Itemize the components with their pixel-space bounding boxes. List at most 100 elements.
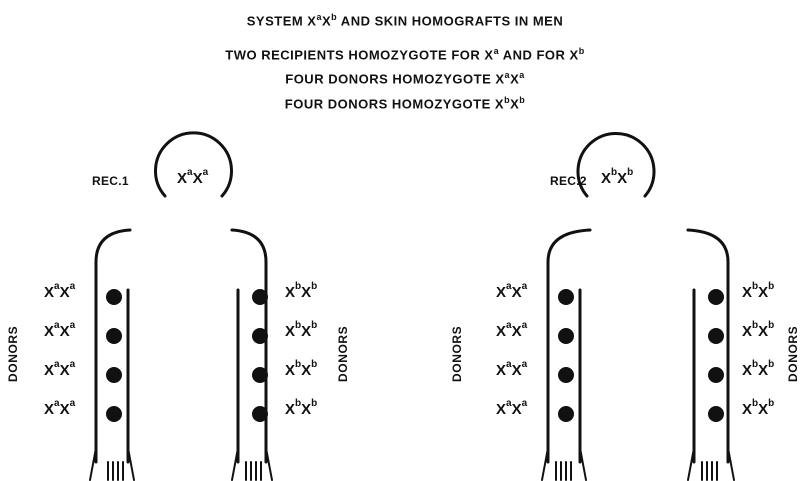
genotype-x: X [301,401,311,418]
genotype-x: X [758,401,768,418]
superscript: b [768,359,774,370]
donor-genotype-bb: XbXb [742,323,774,340]
superscript: b [311,281,317,292]
superscript: a [506,281,512,292]
donor-genotype-aa: XaXa [44,323,75,340]
genotype-x: X [285,284,295,301]
donors-label: DONORS [336,332,350,382]
graft-dot [106,328,122,344]
genotype-x: X [617,170,627,187]
superscript: b [295,320,301,331]
genotype-x: X [758,362,768,379]
graft-dot [708,328,724,344]
superscript: b [752,398,758,409]
donor-genotype-aa: XaXa [44,401,75,418]
donor-genotype-bb: XbXb [285,284,317,301]
superscript: b [311,398,317,409]
recipient-1-label: REC.1 [92,174,129,188]
superscript: a [506,320,512,331]
genotype-x: X [742,362,752,379]
graft-dot [252,328,268,344]
recipient-2-genotype: XbXb [601,170,633,187]
superscript: a [522,281,528,292]
donor-genotype-aa: XaXa [44,284,75,301]
genotype-x: X [601,170,611,187]
genotype-x: X [758,284,768,301]
donor-genotype-aa: XaXa [496,284,527,301]
graft-dot [558,367,574,383]
superscript: b [768,398,774,409]
superscript: a [522,320,528,331]
donors-label: DONORS [6,332,20,382]
superscript: b [295,359,301,370]
superscript: b [752,281,758,292]
genotype-x: X [496,323,506,340]
genotype-x: X [60,284,70,301]
superscript: a [70,398,76,409]
donor-genotype-bb: XbXb [742,362,774,379]
superscript: b [768,281,774,292]
genotype-x: X [193,170,203,187]
genotype-x: X [512,323,522,340]
donor-genotype-bb: XbXb [742,284,774,301]
graft-dot [106,289,122,305]
graft-dot [558,328,574,344]
recipient-2-left-arm-outer [548,230,590,462]
genotype-x: X [44,362,54,379]
genotype-x: X [285,362,295,379]
genotype-x: X [177,170,187,187]
genotype-x: X [60,401,70,418]
superscript: a [522,359,528,370]
graft-dot [252,367,268,383]
donor-genotype-bb: XbXb [285,323,317,340]
superscript: a [54,398,60,409]
superscript: b [311,359,317,370]
recipient-2-label: REC.2 [550,174,587,188]
superscript: a [506,359,512,370]
recipient-1-genotype: XaXa [177,170,208,187]
genotype-x: X [285,323,295,340]
superscript: a [70,359,76,370]
genotype-x: X [496,284,506,301]
genotype-x: X [512,284,522,301]
graft-dot [708,367,724,383]
superscript: a [54,320,60,331]
donors-label: DONORS [450,332,464,382]
recipient-1-right-hand [232,448,272,480]
genotype-x: X [512,401,522,418]
genotype-x: X [60,323,70,340]
superscript: b [295,281,301,292]
superscript: b [752,359,758,370]
superscript: a [70,281,76,292]
superscript: b [768,320,774,331]
genotype-x: X [44,401,54,418]
graft-dot [558,289,574,305]
genotype-x: X [758,323,768,340]
genotype-x: X [301,362,311,379]
graft-dot [708,406,724,422]
superscript: a [54,359,60,370]
genotype-x: X [742,284,752,301]
donor-genotype-aa: XaXa [496,323,527,340]
genotype-x: X [496,401,506,418]
donors-label: DONORS [786,332,800,382]
superscript: b [311,320,317,331]
donor-genotype-bb: XbXb [742,401,774,418]
superscript: b [752,320,758,331]
graft-dot [558,406,574,422]
superscript: a [203,167,209,178]
superscript: a [187,167,193,178]
genotype-x: X [44,284,54,301]
superscript: a [70,320,76,331]
donor-genotype-aa: XaXa [496,362,527,379]
graft-dot [106,406,122,422]
donor-genotype-aa: XaXa [496,401,527,418]
superscript: b [611,167,617,178]
genotype-x: X [301,284,311,301]
genotype-x: X [301,323,311,340]
recipient-1-left-arm-outer [96,230,130,462]
genotype-x: X [496,362,506,379]
superscript: a [506,398,512,409]
graft-dot [106,367,122,383]
